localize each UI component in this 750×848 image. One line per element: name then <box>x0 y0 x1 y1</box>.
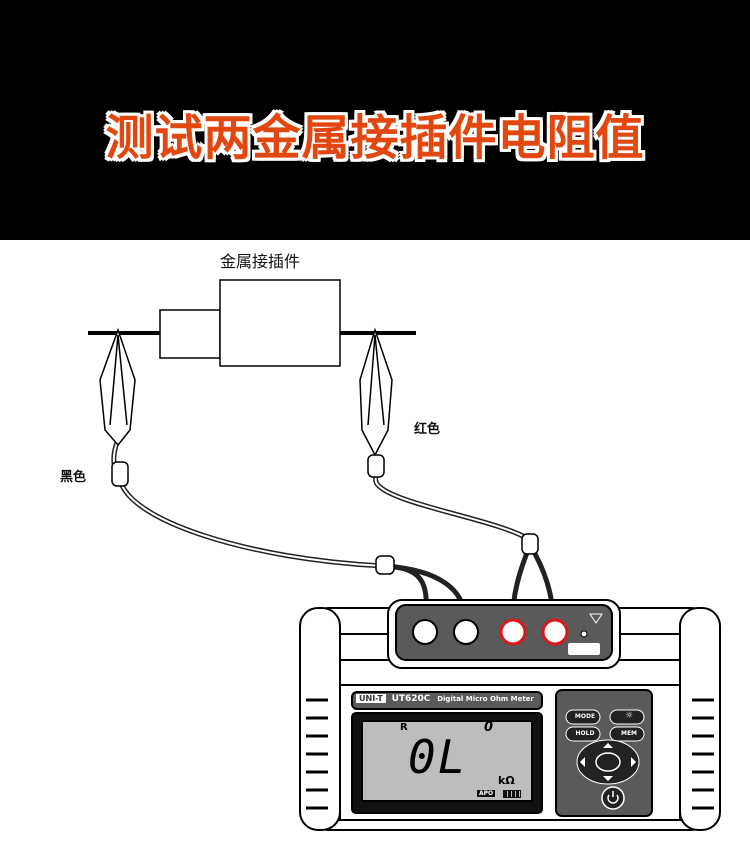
apo-indicator: APO <box>477 790 496 797</box>
model-name: UT620C <box>391 694 431 704</box>
backlight-button <box>609 709 645 725</box>
title-banner: 测试两金属接插件电阻值 <box>0 0 750 240</box>
hold-label[interactable]: HOLD <box>575 730 595 737</box>
lcd-index: 0 <box>484 720 494 735</box>
mode-label[interactable]: MODE <box>574 713 596 720</box>
cable-splitter-red <box>521 533 539 555</box>
meter <box>299 599 721 831</box>
power-button <box>601 786 625 810</box>
jack-black-1 <box>412 619 438 645</box>
lcd-unit: kΩ <box>498 774 515 787</box>
cable-splitter-black <box>375 555 395 575</box>
battery-icon <box>503 790 521 798</box>
connector-small <box>159 309 221 359</box>
model-description: Digital Micro Ohm Meter <box>437 695 534 703</box>
jack-red-2 <box>541 618 569 646</box>
jack-red-1 <box>499 618 527 646</box>
mem-label[interactable]: MEM <box>620 730 638 737</box>
connector-large <box>219 279 341 367</box>
enter-button <box>595 752 621 772</box>
lcd-reading: 0L <box>408 730 468 784</box>
mem-button <box>609 726 645 742</box>
lcd-mode: R <box>400 722 408 733</box>
brand-logo: UNI-T <box>356 694 386 703</box>
red-clip <box>359 327 393 478</box>
black-clip <box>99 327 136 487</box>
usb-port <box>568 643 600 655</box>
meter-label-strip: UNI-T UT620C Digital Micro Ohm Meter <box>356 694 534 704</box>
backlight-icon[interactable]: ☼ <box>624 711 634 721</box>
component-label: 金属接插件 <box>220 252 301 271</box>
page-title: 测试两金属接插件电阻值 <box>105 110 645 166</box>
jack-black-2 <box>453 619 479 645</box>
black-lead-label: 黑色 <box>60 470 87 485</box>
test-cables <box>111 439 556 621</box>
lcd-screen <box>361 720 533 802</box>
mode-button <box>565 709 601 725</box>
red-lead-label: 红色 <box>414 422 441 437</box>
hold-button <box>565 726 601 742</box>
